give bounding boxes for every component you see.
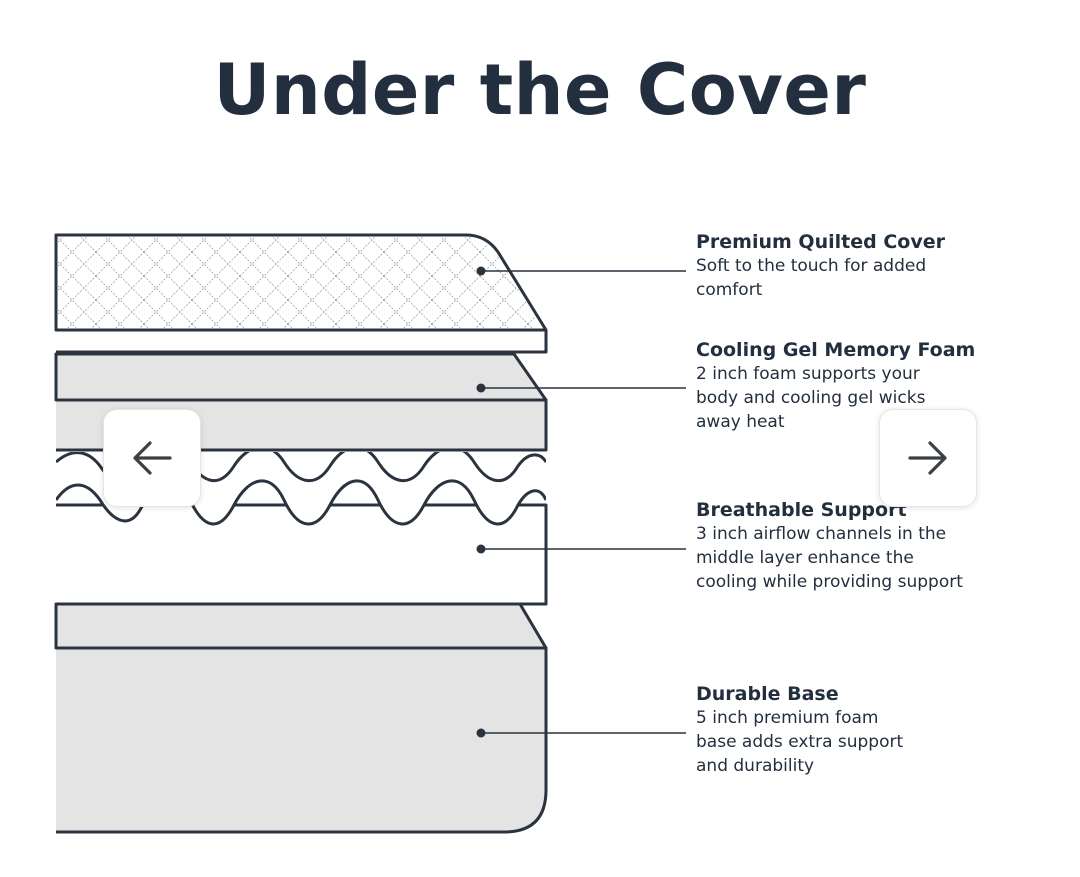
support-layer-shape [56,452,548,606]
description-line: base adds extra support [696,732,904,752]
leader-line-support [476,544,686,554]
description-line: 5 inch premium foam [696,708,879,728]
layer-name: Premium Quilted Cover [696,231,945,253]
description-line: away heat [696,412,785,432]
layer-name: Durable Base [696,683,839,705]
carousel-prev-button[interactable] [103,409,201,507]
layer-name: Cooling Gel Memory Foam [696,339,976,361]
description-line: 3 inch airflow channels in the [696,524,947,544]
leader-line-base [476,728,686,738]
description-line: comfort [696,280,763,300]
description-line: body and cooling gel wicks [696,388,926,408]
arrow-right-icon [904,434,952,482]
description-line: cooling while providing support [696,572,963,592]
leader-line-gel-foam [476,383,686,393]
layer-label-support: Breathable Support 3 inch airflow channe… [696,498,996,594]
layer-description: 5 inch premium foam base adds extra supp… [696,706,996,778]
layer-label-gel-foam: Cooling Gel Memory Foam 2 inch foam supp… [696,338,996,434]
layer-name: Breathable Support [696,499,907,521]
description-line: Soft to the touch for added [696,256,927,276]
layer-description: Soft to the touch for added comfort [696,254,996,302]
description-line: 2 inch foam supports your [696,364,920,384]
layer-description: 3 inch airflow channels in the middle la… [696,522,996,594]
quilted-cover-shape [54,233,548,354]
page-title: Under the Cover [213,49,867,131]
leader-line-cover [476,266,686,276]
description-line: and durability [696,756,815,776]
description-line: middle layer enhance the [696,548,914,568]
base-layer-shape [54,602,548,834]
carousel-next-button[interactable] [879,409,977,507]
arrow-left-icon [128,434,176,482]
layer-label-base: Durable Base 5 inch premium foam base ad… [696,682,996,778]
layer-description: 2 inch foam supports your body and cooli… [696,362,996,434]
layer-label-cover: Premium Quilted Cover Soft to the touch … [696,230,996,302]
